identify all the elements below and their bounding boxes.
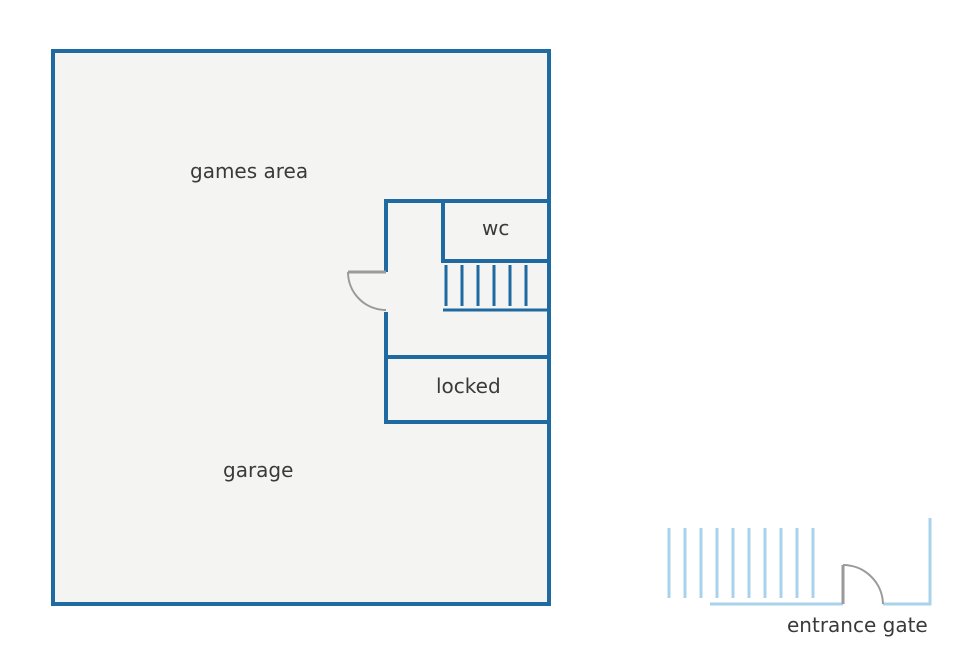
interior-stairs — [443, 265, 549, 312]
entrance-gate-door[interactable] — [841, 564, 884, 605]
locked-label: locked — [436, 374, 501, 398]
entrance-steps — [667, 528, 815, 598]
entrance-fence — [710, 518, 932, 606]
wc-walls — [441, 201, 549, 263]
entrance-gate-label: entrance gate — [787, 613, 928, 637]
interior-door[interactable] — [347, 270, 387, 311]
wc-label: wc — [482, 216, 510, 240]
building-outline — [51, 49, 551, 606]
games-area-label: games area — [190, 159, 309, 183]
garage-label: garage — [223, 458, 294, 482]
inner-room-walls — [384, 199, 549, 424]
